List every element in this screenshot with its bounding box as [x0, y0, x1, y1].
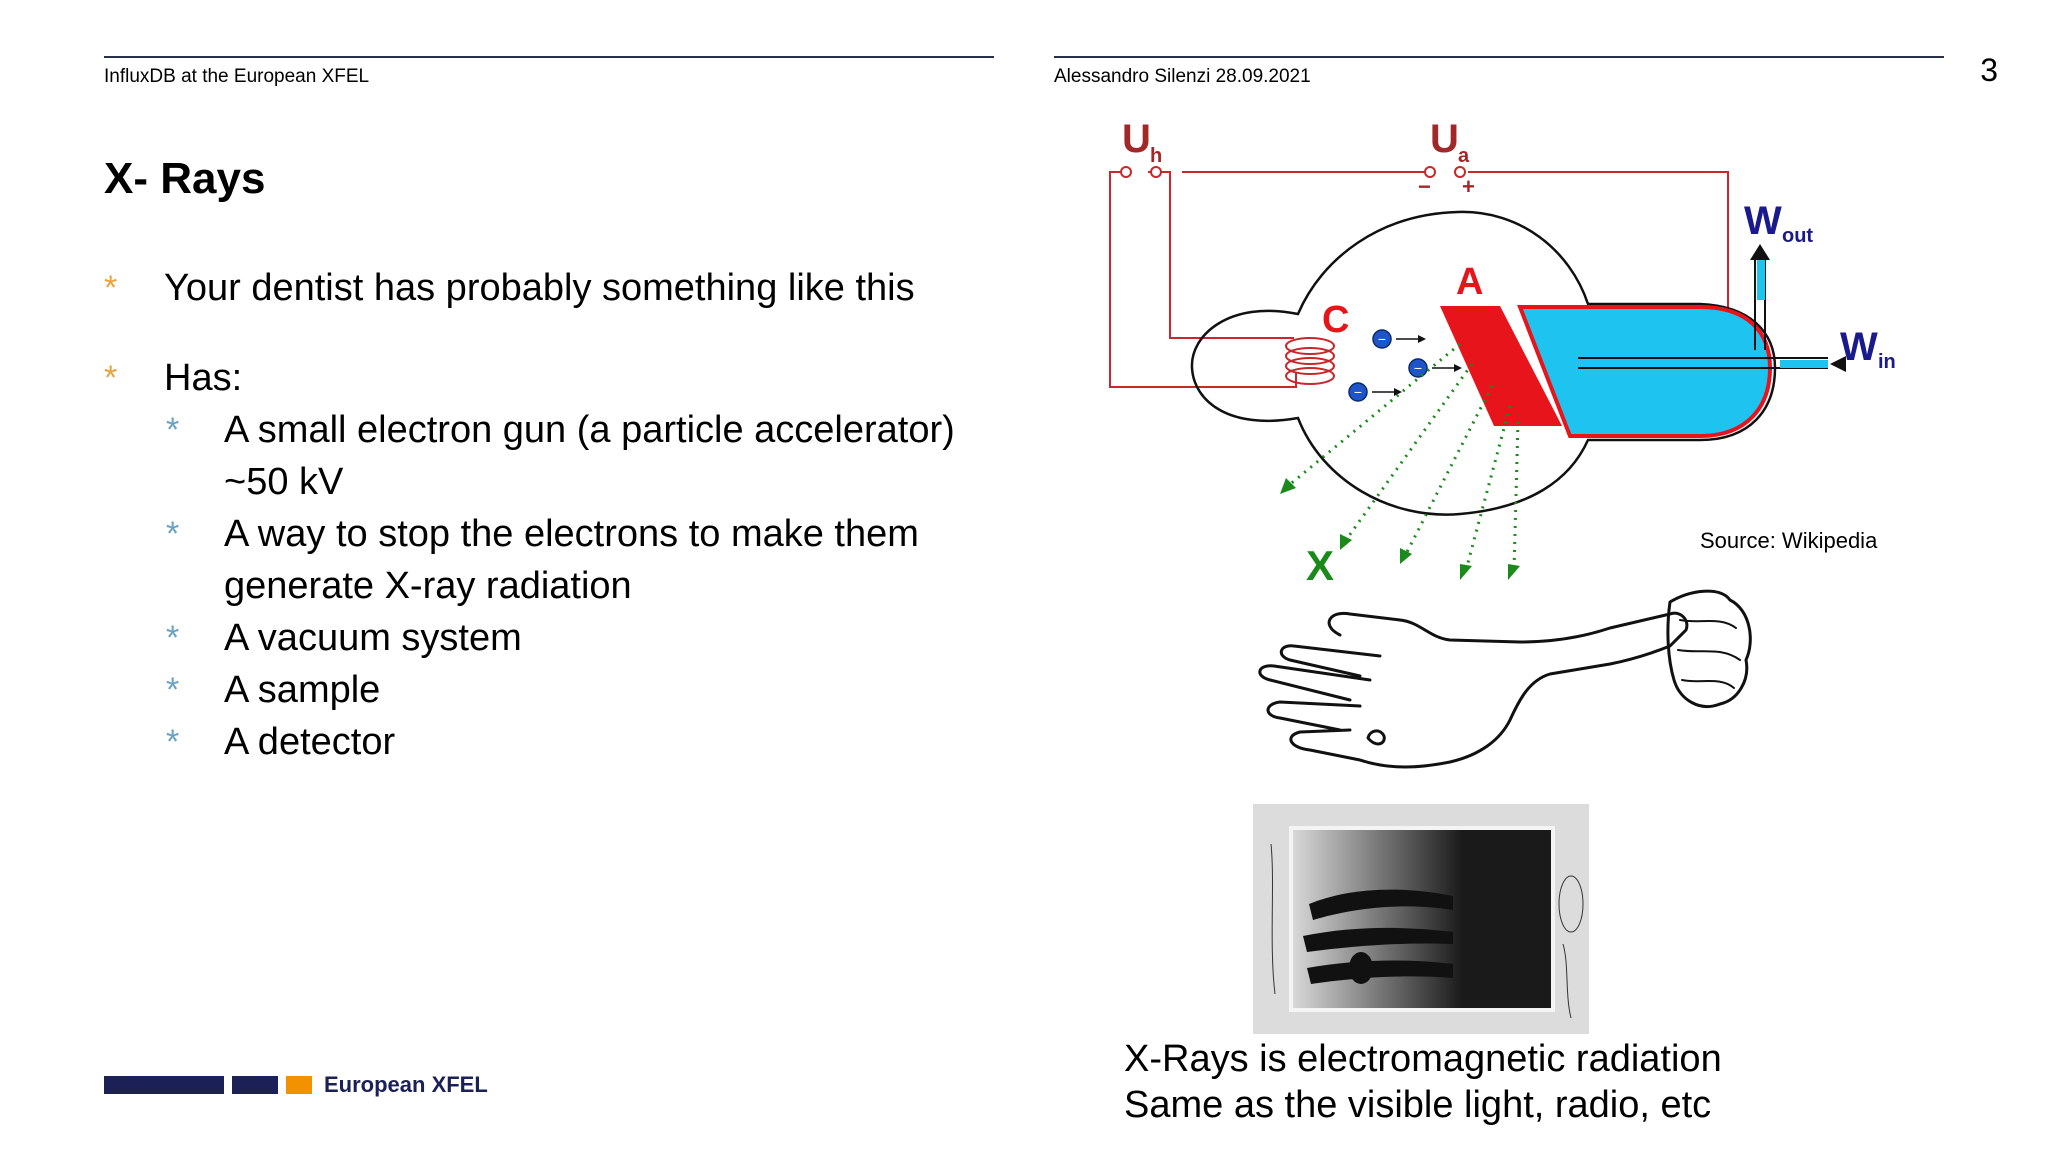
anode-cooling	[1517, 305, 1773, 438]
hand-illustration	[1258, 589, 1752, 769]
bullet-text: Your dentist has probably something like…	[164, 267, 915, 309]
label-ua-sub: a	[1458, 145, 1470, 167]
label-water-out-sub: out	[1782, 225, 1813, 247]
sub-bullet-list: * A small electron gun (a particle accel…	[104, 404, 1004, 768]
water-in-pipe	[1780, 360, 1828, 368]
label-water-out: W	[1744, 199, 1782, 243]
header-right-text: Alessandro Silenzi 28.09.2021	[1054, 66, 1311, 87]
slide-title: X- Rays	[104, 154, 266, 203]
label-xray: X	[1306, 542, 1334, 589]
footer-brand: European XFEL	[324, 1072, 488, 1097]
image-source: Source: Wikipedia	[1700, 528, 1878, 553]
sub-bullet-line: A way to stop the electrons to make them	[224, 513, 919, 555]
photo-inscriptions	[1270, 843, 1584, 1019]
electron-symbol: −	[1414, 360, 1422, 376]
label-minus: −	[1418, 174, 1431, 199]
sub-bullet-line: A sample	[224, 669, 381, 711]
sub-bullet-line: generate X-ray radiation	[224, 565, 632, 607]
bullet-item: * Your dentist has probably something li…	[104, 262, 1004, 314]
label-ua: U	[1430, 117, 1459, 161]
label-cathode: C	[1322, 299, 1349, 341]
cathode-coil	[1285, 337, 1335, 385]
sub-bullet-item: * A vacuum system	[104, 612, 1004, 664]
water-out-arrow-icon	[1750, 244, 1770, 260]
label-uh: U	[1122, 117, 1151, 161]
header-rule-left	[104, 56, 994, 58]
xray-beams	[1287, 342, 1520, 571]
hand-outline	[1258, 611, 1689, 769]
sub-bullet-item: * A small electron gun (a particle accel…	[104, 404, 1004, 508]
ring	[1366, 729, 1386, 746]
sub-bullet-star-icon: *	[166, 723, 180, 761]
label-water-in-sub: in	[1878, 351, 1896, 373]
logo-bar-short	[232, 1076, 278, 1094]
water-in-arrow-icon	[1830, 356, 1846, 372]
bullet-text: Has:	[164, 357, 243, 399]
page-number: 3	[1980, 52, 1998, 88]
anode-target	[1440, 306, 1562, 426]
xray-arrowheads	[1280, 478, 1520, 580]
tube-envelope	[1190, 210, 1777, 516]
sub-bullet-star-icon: *	[166, 515, 180, 553]
hand-bones	[1303, 889, 1453, 984]
header-left-text: InfluxDB at the European XFEL	[104, 66, 370, 87]
electron-arrows	[1372, 338, 1454, 393]
sub-bullet-star-icon: *	[166, 411, 180, 449]
sub-bullet-line: A small electron gun (a particle acceler…	[224, 409, 955, 451]
bullet-item: * Has:	[104, 352, 1004, 404]
electrons: − − −	[1348, 329, 1462, 402]
label-plus: +	[1462, 174, 1475, 199]
sub-bullet-star-icon: *	[166, 671, 180, 709]
label-water-in: W	[1840, 325, 1878, 369]
sub-bullet-item: * A detector	[104, 716, 1004, 768]
electron-symbol: −	[1378, 331, 1386, 347]
electron-symbol: −	[1354, 384, 1362, 400]
caption: X-Rays is electromagnetic radiation Same…	[1124, 1036, 1722, 1128]
label-anode: A	[1456, 261, 1483, 303]
logo-bar-orange	[286, 1076, 312, 1094]
caption-line: Same as the visible light, radio, etc	[1124, 1084, 1712, 1126]
header-rule-right	[1054, 56, 1944, 58]
bullet-list: * Your dentist has probably something li…	[104, 262, 1004, 768]
bullet-star-icon: *	[104, 359, 118, 397]
caption-line: X-Rays is electromagnetic radiation	[1124, 1038, 1722, 1080]
bullet-star-icon: *	[104, 269, 118, 307]
xray-tube-diagram: − − − U h U a − + C A X W out W in	[1109, 117, 1896, 589]
sub-bullet-item: * A sample	[104, 664, 1004, 716]
xray-photograph	[1253, 804, 1589, 1034]
label-uh-sub: h	[1150, 145, 1162, 167]
logo-bar-long	[104, 1076, 224, 1094]
terminals	[1120, 166, 1466, 178]
water-out-pipe	[1757, 260, 1765, 300]
sub-bullet-line: A detector	[224, 721, 396, 763]
sub-bullet-line: A vacuum system	[224, 617, 522, 659]
sleeve-cuff	[1666, 589, 1752, 708]
sub-bullet-line: ~50 kV	[224, 461, 344, 503]
sub-bullet-item: * A way to stop the electrons to make th…	[104, 508, 1004, 612]
sub-bullet-star-icon: *	[166, 619, 180, 657]
